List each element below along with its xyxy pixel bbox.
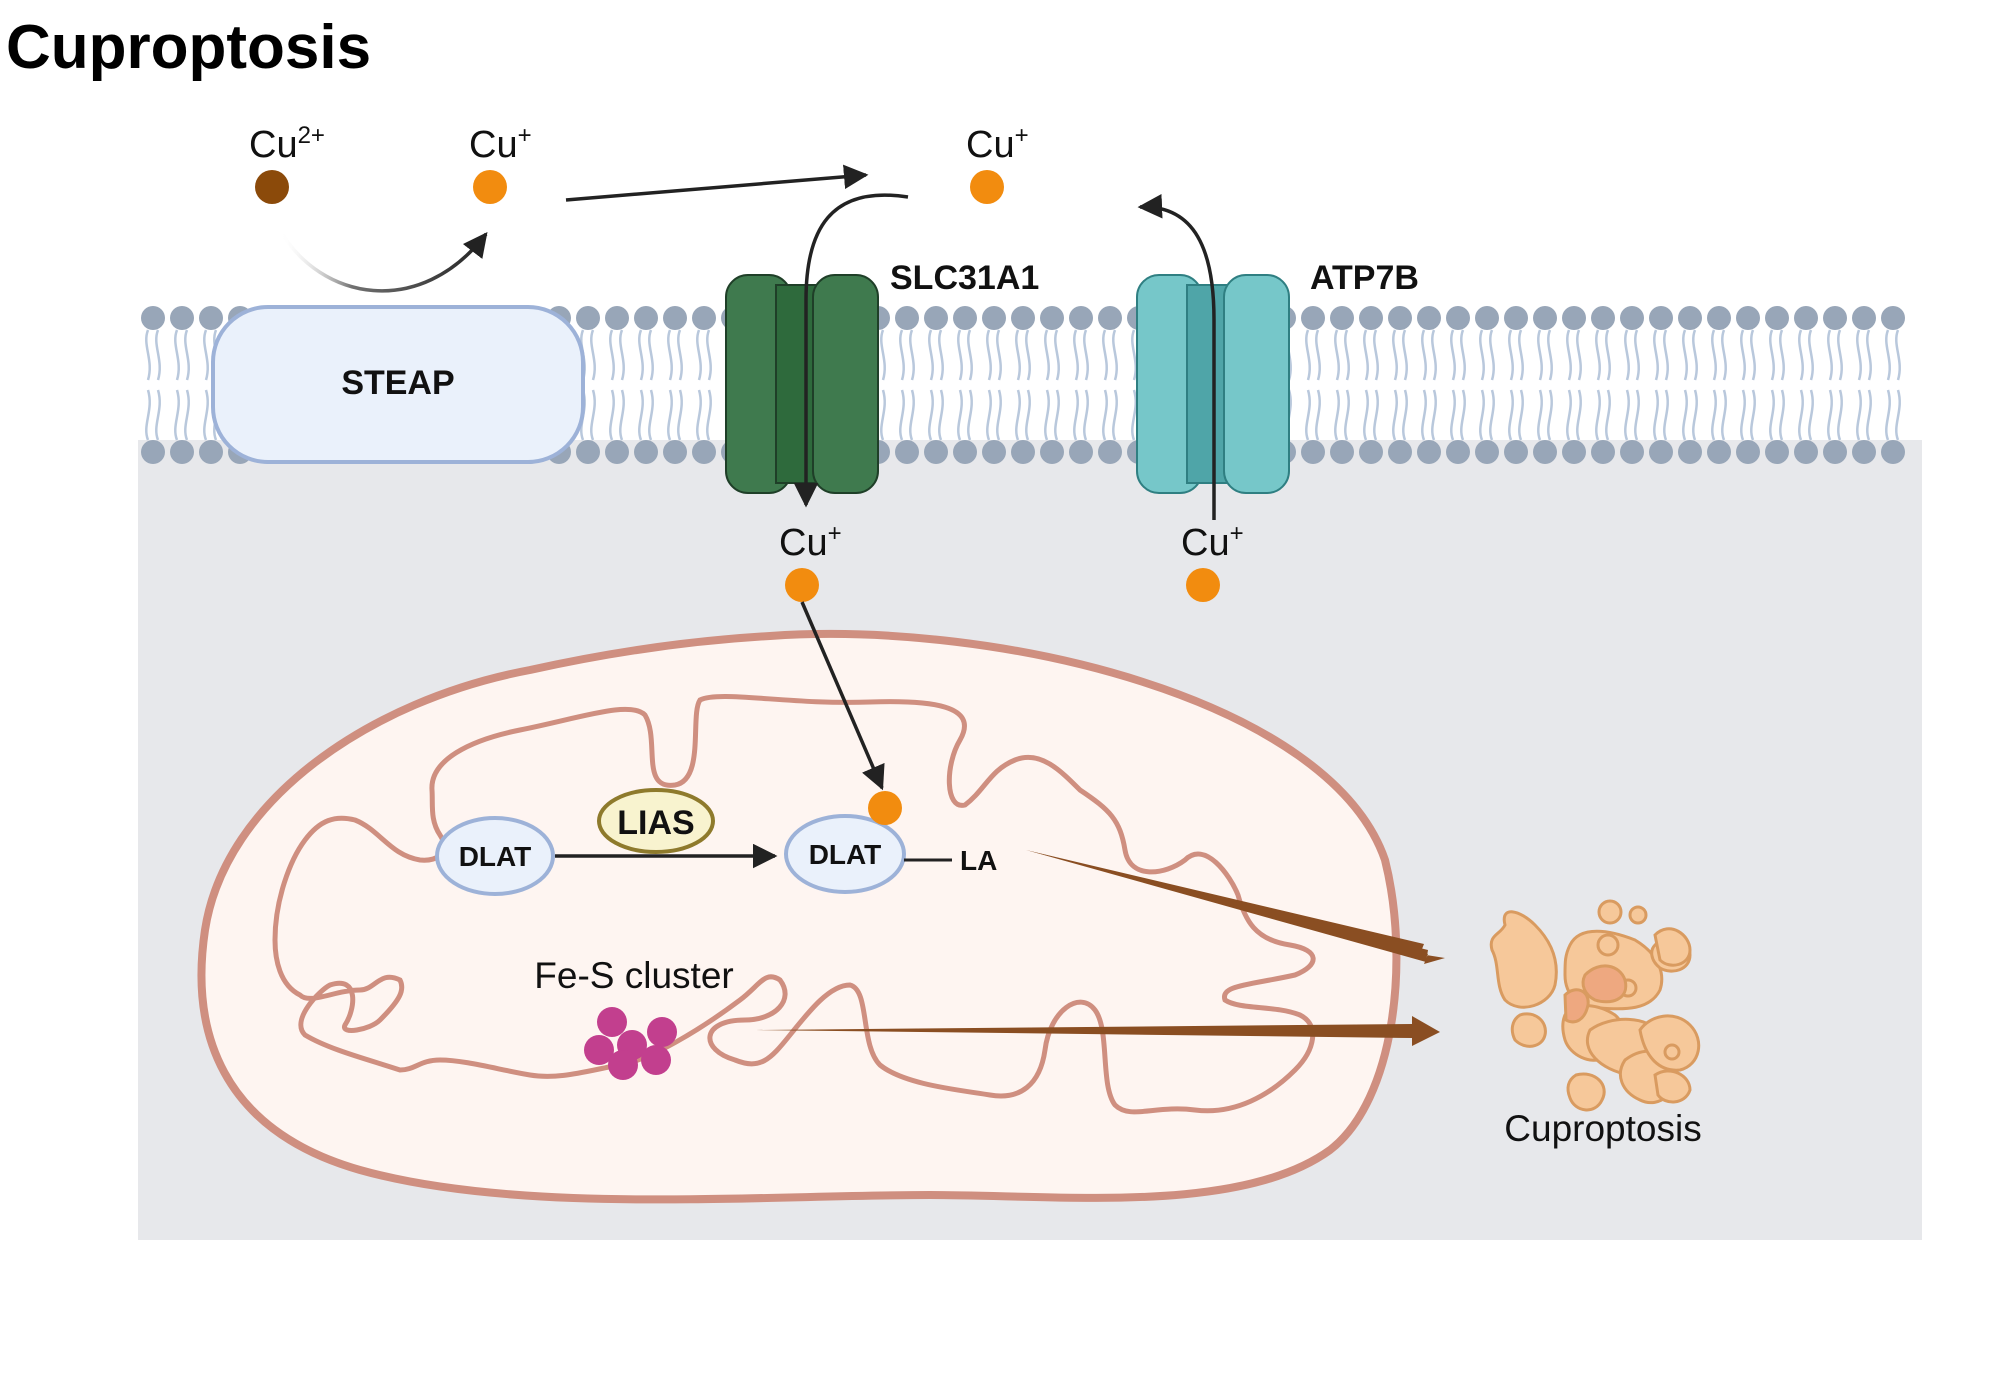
copper-binding-arrow [800,601,885,791]
cu-plus-cytosol-export-charge: + [1230,520,1244,547]
steap-protein: STEAP [211,305,585,464]
cu2plus-symbol: Cu [249,124,298,166]
svg-text:Cu+: Cu+ [779,520,842,564]
la-label: LA [960,845,997,876]
cu2plus-charge: 2+ [298,122,325,149]
dead-cell-icon [1489,899,1701,1112]
lias-enzyme: LIAS [597,788,715,854]
death-arrow-lower [756,1016,1440,1046]
cu-plus-extracellular-symbol: Cu [966,124,1015,166]
death-arrow-upper-shaft [1026,850,1428,962]
steap-label: STEAP [341,364,454,402]
lias-label: LIAS [617,804,694,842]
cu-plus-reduced-dot [473,170,507,204]
slc31a1-label: SLC31A1 [890,259,1039,297]
dlat-unmodified-label: DLAT [459,841,532,872]
dlat-lipoylated: DLAT LA [784,791,997,894]
mitochondrion-cristae [272,694,1316,1115]
fe-s-cluster [584,1007,677,1080]
dlat-lipoylated-label: DLAT [809,839,882,870]
transfer-arrow [565,164,869,202]
cu-plus-cytosol-import-charge: + [828,520,842,547]
cu-plus-extracellular-ion: Cu+ [966,122,1029,204]
svg-text:Cu+: Cu+ [1181,520,1244,564]
export-arrow [1137,193,1216,520]
reduction-arrow [278,229,488,293]
fe-s-cluster-label: Fe-S cluster [534,955,733,996]
cu-plus-cytosol-import-symbol: Cu [779,522,828,564]
import-arrow [793,193,909,508]
cu-plus-extracellular-dot [970,170,1004,204]
cu-plus-reduced-ion: Cu+ [469,122,532,204]
page-title: Cuproptosis [6,13,371,82]
cuproptosis-outcome-label: Cuproptosis [1504,1108,1701,1149]
slc31a1-transporter: SLC31A1 [725,259,1039,494]
cu2plus-dot [255,170,289,204]
mitochondrion [197,630,1401,1204]
cu-plus-cytosol-export-symbol: Cu [1181,522,1230,564]
atp7b-label: ATP7B [1310,259,1419,297]
svg-text:Cu2+: Cu2+ [249,122,325,166]
cu-plus-cytosol-import-dot [785,568,819,602]
cu2plus-ion: Cu2+ [249,122,325,204]
cu-plus-reduced-charge: + [518,122,532,149]
cu-plus-cytosol-import-ion: Cu+ [779,520,842,602]
cu-plus-reduced-symbol: Cu [469,124,518,166]
svg-text:Cu+: Cu+ [469,122,532,166]
mitochondrion-outer-membrane [197,630,1401,1204]
bound-copper-dot [868,791,902,825]
cu-plus-cytosol-export-dot [1186,568,1220,602]
svg-text:Cu+: Cu+ [966,122,1029,166]
dlat-unmodified: DLAT [435,816,555,896]
cu-plus-cytosol-export-ion: Cu+ [1181,520,1244,602]
cu-plus-extracellular-charge: + [1015,122,1029,149]
atp7b-transporter: ATP7B [1136,259,1419,494]
